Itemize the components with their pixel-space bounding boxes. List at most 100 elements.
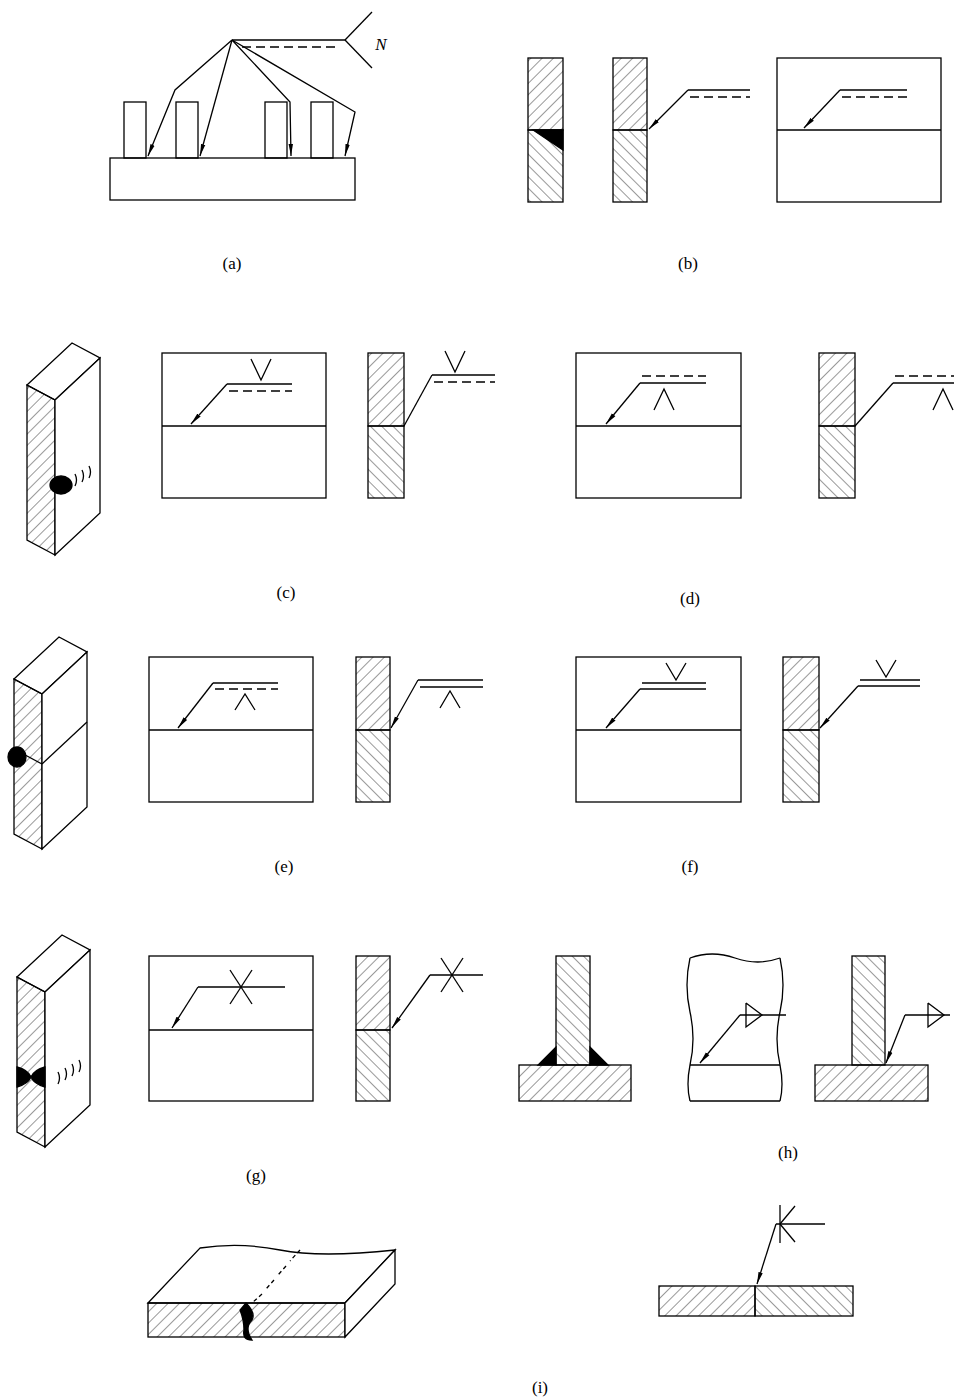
- weld-drawing-line: [110, 158, 355, 200]
- weld-drawing-line: [852, 956, 885, 1065]
- weld-drawing-line: [528, 58, 563, 130]
- weld-drawing-line: [528, 130, 563, 202]
- panel-d: [576, 353, 954, 498]
- weld-drawing-line: [606, 689, 640, 728]
- weld-drawing-line: [230, 970, 252, 1004]
- reference-letter: N: [375, 36, 386, 53]
- weld-drawing-line: [642, 375, 706, 376]
- weld-drawing-line: [777, 958, 783, 1101]
- weld-drawing-line: [556, 956, 590, 1065]
- weld-drawing-line: [445, 351, 465, 372]
- weld-drawing-line: [27, 343, 100, 555]
- weld-drawing-line: [17, 1067, 45, 1087]
- weld-drawing-line: [804, 90, 840, 128]
- panel-caption: (c): [277, 584, 296, 601]
- weld-drawing-line: [227, 383, 292, 384]
- weld-drawing-line: [613, 130, 647, 202]
- weld-drawing-line: [356, 730, 390, 802]
- weld-drawing-line: [690, 954, 780, 962]
- weld-drawing-line: [690, 1100, 780, 1101]
- weld-drawing-line: [755, 1286, 853, 1316]
- weld-drawing-line: [178, 683, 213, 728]
- weld-drawing-line: [640, 382, 706, 383]
- weld-drawing-line: [933, 389, 953, 410]
- weld-drawing-line: [780, 1206, 795, 1224]
- weld-drawing-line: [162, 425, 326, 426]
- weld-drawing-line: [230, 970, 252, 1004]
- weld-drawing-line: [191, 384, 227, 424]
- weld-drawing-line: [58, 1060, 81, 1084]
- weld-drawing-line: [783, 730, 819, 802]
- weld-drawing-line: [858, 685, 920, 686]
- weld-drawing-line: [232, 39, 345, 40]
- weld-drawing-line: [232, 40, 355, 156]
- weld-drawing-line: [149, 657, 313, 802]
- weld-drawing-line: [777, 129, 941, 130]
- panel-caption: (a): [223, 255, 242, 272]
- weld-drawing-line: [606, 383, 640, 424]
- weld-drawing-line: [690, 1064, 780, 1065]
- weld-drawing-line: [356, 1030, 390, 1101]
- weld-drawing-line: [780, 1224, 795, 1242]
- weld-drawing-line: [820, 686, 858, 728]
- weld-drawing-line: [576, 729, 741, 730]
- weld-drawing-line: [666, 663, 686, 680]
- weld-drawing-line: [392, 975, 430, 1028]
- weld-drawing-line: [162, 353, 326, 498]
- weld-drawing-line: [432, 374, 495, 375]
- weld-drawing-line: [430, 974, 483, 975]
- weld-drawing-line: [855, 383, 893, 426]
- panel-caption: (h): [778, 1144, 798, 1161]
- weld-drawing-line: [746, 1003, 762, 1027]
- weld-drawing-line: [345, 12, 372, 40]
- weld-drawing-line: [815, 1065, 928, 1101]
- weld-drawing-line: [649, 90, 688, 129]
- weld-drawing-line: [613, 58, 647, 130]
- weld-drawing-line: [356, 657, 390, 730]
- weld-drawing-line: [391, 680, 418, 728]
- weld-drawing-line: [783, 657, 819, 730]
- weld-drawing-line: [368, 426, 404, 498]
- weld-drawing-line: [819, 426, 855, 498]
- panel-caption: (f): [682, 858, 699, 875]
- weld-drawing-line: [68, 466, 91, 490]
- weld-drawing-line: [654, 389, 674, 410]
- weld-drawing-line: [860, 679, 920, 680]
- weld-drawing-line: [213, 682, 278, 683]
- panel-b: [528, 58, 941, 202]
- weld-drawing-line: [8, 747, 26, 767]
- panel-h: [519, 954, 950, 1101]
- weld-drawing-line: [215, 688, 278, 689]
- weld-drawing-line: [242, 46, 338, 47]
- weld-drawing-line: [14, 637, 87, 849]
- panel-caption: (b): [678, 255, 698, 272]
- weld-drawing-line: [251, 359, 271, 380]
- weld-drawing-line: [124, 102, 146, 158]
- panel-a: [110, 12, 372, 200]
- weld-drawing-line: [42, 722, 87, 764]
- panel-caption: (e): [275, 858, 294, 875]
- weld-drawing-line: [252, 1250, 300, 1303]
- weld-drawing-line: [265, 102, 287, 158]
- weld-drawing-line: [441, 958, 463, 992]
- weld-drawing-line: [700, 1015, 740, 1063]
- weld-drawing-line: [576, 353, 741, 498]
- weld-drawing-line: [895, 375, 954, 376]
- weld-drawing-line: [757, 1224, 776, 1284]
- weld-drawing-line: [640, 688, 706, 689]
- panel-caption: (i): [532, 1379, 548, 1396]
- weld-drawing-line: [172, 987, 198, 1028]
- weld-drawing-line: [420, 686, 483, 687]
- weld-drawing-line: [893, 382, 954, 383]
- weld-drawing-line: [928, 1003, 944, 1027]
- weld-drawing-line: [200, 40, 232, 156]
- weld-drawing-line: [440, 691, 460, 708]
- weld-drawing-line: [819, 353, 855, 426]
- weld-drawing-line: [690, 96, 750, 97]
- weld-drawing-line: [776, 1223, 825, 1224]
- weld-drawing-line: [176, 102, 198, 158]
- weld-drawing-line: [368, 353, 404, 426]
- weld-drawing-line: [149, 956, 313, 1101]
- weld-drawing-line: [17, 935, 90, 1147]
